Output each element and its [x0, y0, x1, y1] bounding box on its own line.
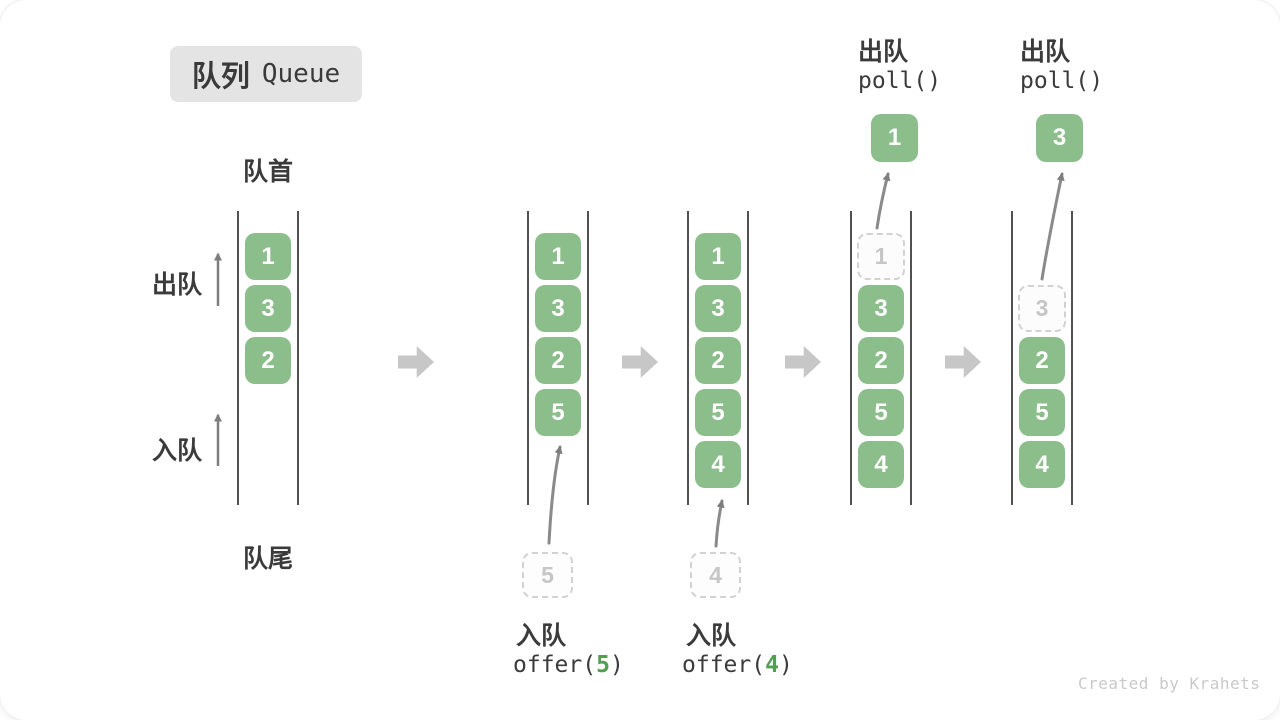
enqueue-op-label: 入队 [516, 622, 567, 650]
queue-item: 5 [535, 389, 581, 436]
poll-op-code: poll() [1020, 68, 1104, 94]
label-enqueue: 入队 [152, 437, 203, 465]
code-pre: offer( [682, 652, 766, 678]
removed-item-ghost: 1 [857, 233, 905, 280]
queue-item: 3 [245, 285, 291, 332]
queue-item: 3 [858, 285, 904, 332]
queue-state-1: 1 3 2 [237, 211, 299, 505]
label-queue-front: 队首 [243, 158, 294, 186]
enqueue-arrow-state-3 [714, 499, 725, 548]
pending-item: 5 [522, 552, 573, 598]
queue-item: 1 [245, 233, 291, 280]
code-arg: 4 [765, 652, 779, 678]
polled-item: 1 [871, 114, 918, 162]
poll-op-code: poll() [858, 68, 942, 94]
label-dequeue: 出队 [152, 271, 203, 299]
queue-item: 4 [858, 441, 904, 488]
queue-item: 5 [695, 389, 741, 436]
queue-item: 3 [535, 285, 581, 332]
queue-item: 5 [858, 389, 904, 436]
queue-item: 2 [245, 337, 291, 384]
queue-state-3: 1 3 2 5 4 [687, 211, 749, 505]
code-post: ) [778, 652, 793, 678]
enqueue-op-code: offer(4) [682, 652, 793, 678]
queue-item: 5 [1019, 389, 1065, 436]
queue-item: 4 [695, 441, 741, 488]
enqueue-op-label: 入队 [686, 622, 737, 650]
queue-state-2: 1 3 2 5 [527, 211, 589, 505]
title-badge: 队列 Queue [170, 46, 362, 102]
label-queue-rear: 队尾 [243, 545, 294, 573]
right-block-arrow-icon [622, 346, 658, 378]
queue-item: 3 [695, 285, 741, 332]
polled-item: 3 [1036, 114, 1083, 162]
poll-op-label: 出队 [858, 38, 909, 66]
code-pre: offer( [513, 652, 597, 678]
pending-item: 4 [690, 552, 741, 598]
right-block-arrow-icon [398, 346, 434, 378]
right-block-arrow-icon [945, 346, 981, 378]
title-zh: 队列 [191, 61, 250, 93]
queue-item: 2 [535, 337, 581, 384]
code-post: ) [609, 652, 624, 678]
queue-state-5: 3 2 5 4 [1011, 211, 1073, 505]
footer-credit: Created by Krahets [1078, 674, 1261, 693]
queue-item: 1 [535, 233, 581, 280]
queue-item: 1 [695, 233, 741, 280]
enqueue-op-code: offer(5) [513, 652, 624, 678]
code-arg: 5 [596, 652, 610, 678]
queue-item: 2 [695, 337, 741, 384]
queue-item: 2 [858, 337, 904, 384]
queue-item: 4 [1019, 441, 1065, 488]
queue-item: 2 [1019, 337, 1065, 384]
title-en: Queue [261, 59, 341, 89]
poll-op-label: 出队 [1020, 38, 1071, 66]
queue-state-4: 1 3 2 5 4 [850, 211, 912, 505]
right-block-arrow-icon [785, 346, 821, 378]
removed-item-ghost: 3 [1018, 285, 1066, 332]
